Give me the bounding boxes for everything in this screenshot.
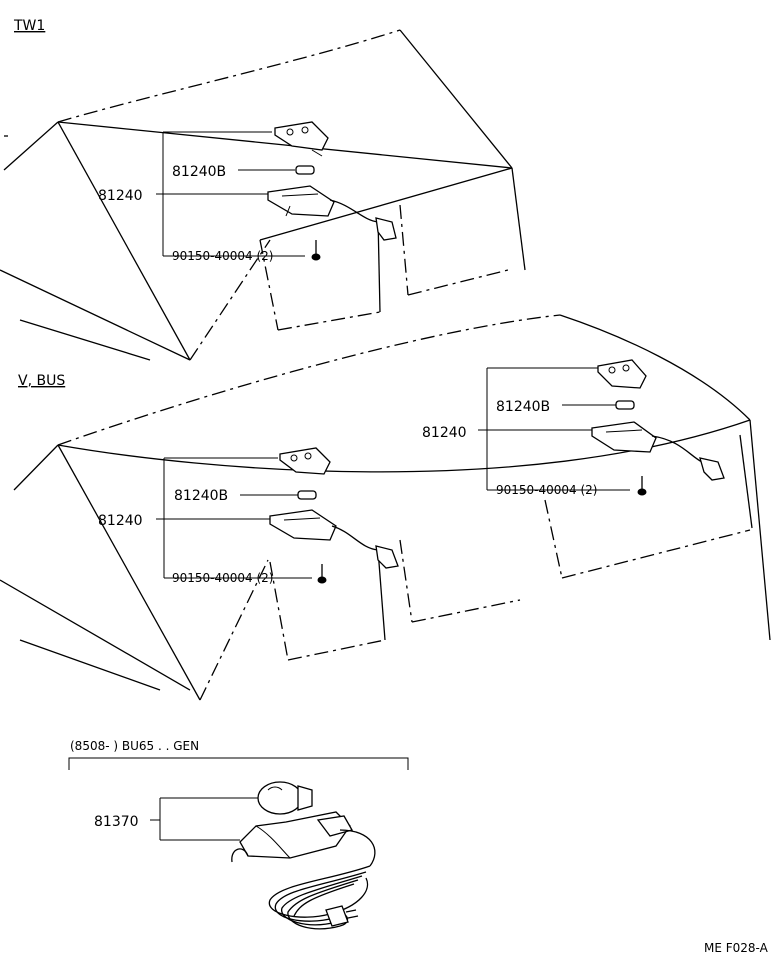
vbus-front-lamp-label: 81240: [98, 513, 143, 529]
tw1-lamp-cover: [274, 121, 329, 157]
inspection-lamp-body: [231, 811, 353, 863]
tw1-lamp-assembly: [267, 185, 397, 241]
tw1-screw-label: 90150-40004 (2): [172, 249, 274, 263]
tw1-section: TW1: [0, 18, 526, 361]
vbus-rear-screw-label: 90150-40004 (2): [496, 483, 598, 497]
tw1-roof-outline: [0, 29, 526, 361]
inspection-bulb: [257, 781, 313, 815]
tw1-lamp-label: 81240: [98, 188, 143, 204]
vbus-rear-lamp-assembly: [591, 421, 725, 481]
diagram-code: ME F028-A: [704, 941, 769, 955]
vbus-front-bulb: [297, 490, 317, 500]
vbus-section: V, BUS: [0, 314, 771, 701]
vbus-rear-bulb: [615, 400, 635, 410]
vbus-front-lamp-cover: [279, 447, 331, 475]
tw1-bulb: [295, 165, 315, 175]
inspection-plug: [325, 905, 359, 927]
tw1-bulb-label: 81240B: [172, 164, 226, 180]
vbus-front-bulb-label: 81240B: [174, 488, 228, 504]
vbus-rear-lamp-label: 81240: [422, 425, 467, 441]
tw1-leader-lines: [156, 131, 305, 257]
vbus-front-lamp-assembly: [269, 509, 399, 569]
vbus-rear-leader-lines: [478, 367, 630, 491]
inspection-part-label: 81370: [94, 814, 139, 830]
tw1-screw: [311, 240, 321, 261]
inspection-bracket: [68, 757, 409, 770]
vbus-section-title: V, BUS: [18, 373, 65, 389]
vbus-roof-outline: [0, 314, 771, 701]
vbus-rear-lamp-cover: [597, 359, 647, 389]
vbus-front-screw: [317, 564, 327, 584]
inspection-header: (8508- ) BU65 . . GEN: [70, 739, 199, 753]
tw1-section-title: TW1: [13, 18, 45, 34]
vbus-front-leader-lines: [156, 457, 312, 579]
vbus-rear-screw: [637, 476, 647, 496]
inspection-lamp-section: (8508- ) BU65 . . GEN: [68, 739, 409, 930]
inspection-leader-lines: [150, 797, 262, 841]
vbus-front-screw-label: 90150-40004 (2): [172, 571, 274, 585]
vbus-rear-bulb-label: 81240B: [496, 399, 550, 415]
